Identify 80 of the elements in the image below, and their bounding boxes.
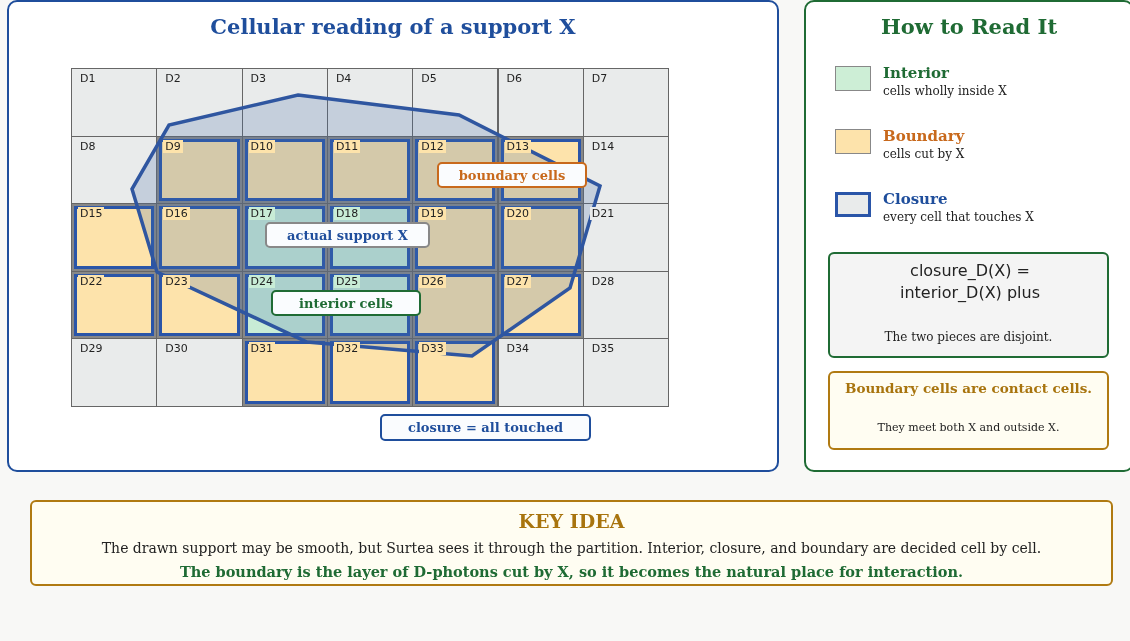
legend-description: cells wholly inside X	[883, 84, 1007, 98]
cell-label: D7	[589, 72, 610, 85]
cell-label: D13	[504, 139, 531, 153]
cell-label: D17	[248, 207, 276, 221]
grid-cell	[582, 203, 670, 272]
body-text: The drawn support may be smooth, but Surtea sees it through the partition. Interior, closure, and boundary are decided cell by cell.	[100, 540, 1043, 558]
grid-cell	[497, 338, 584, 407]
grid-cell	[71, 270, 158, 340]
key-idea-box	[30, 500, 1113, 586]
cell-label: D11	[333, 139, 361, 153]
grid-cell	[71, 338, 158, 407]
cell-label: D27	[504, 274, 531, 288]
note-text: The two pieces are disjoint.	[883, 330, 1054, 346]
panel-title: How to Read It	[879, 14, 1059, 39]
note-heading: Boundary cells are contact cells.	[844, 379, 1093, 398]
grid-cell	[412, 68, 499, 137]
grid-cell	[71, 68, 158, 137]
cell-label: D9	[163, 139, 183, 153]
cell-label: D33	[419, 342, 446, 356]
cell-label: D6	[504, 72, 524, 85]
legend-description: cells cut by X	[883, 147, 965, 161]
grid-cell	[326, 68, 414, 137]
grid-cell	[156, 68, 243, 137]
grid-cell	[412, 270, 499, 340]
grid-cell	[412, 338, 499, 407]
cell-label: D25	[333, 274, 361, 288]
note-box	[828, 371, 1109, 450]
cell-label: D8	[78, 139, 98, 153]
callout-tooltip: actual support X	[265, 222, 430, 248]
grid-cell	[582, 338, 670, 407]
panel	[804, 0, 1130, 472]
cell-label: D28	[589, 274, 617, 288]
cell-label: D26	[419, 274, 446, 288]
grid-cell	[326, 135, 414, 205]
cell-label: D1	[78, 72, 98, 85]
grid-cell	[156, 135, 243, 205]
formula-box	[828, 252, 1109, 358]
panel	[7, 0, 779, 472]
grid-cell	[156, 203, 243, 272]
cell-label: D21	[589, 207, 617, 221]
grid-cell	[71, 203, 158, 272]
grid-cell	[326, 338, 414, 407]
note-text: They meet both X and outside X.	[876, 421, 1061, 436]
legend-description: every cell that touches X	[883, 210, 1034, 224]
grid-cell	[497, 203, 584, 272]
grid-cell	[241, 135, 328, 205]
grid-cell	[412, 203, 499, 272]
callout-tooltip: boundary cells	[437, 162, 587, 188]
callout-tooltip: closure = all touched	[380, 414, 591, 441]
grid-cell	[241, 68, 328, 137]
cell-label: D20	[504, 207, 531, 221]
grid-cell	[156, 338, 243, 407]
panel-title: Cellular reading of a support X	[209, 14, 577, 39]
cell-label: D12	[419, 139, 446, 153]
cell-label: D22	[78, 274, 105, 288]
cell-label: D2	[163, 72, 183, 85]
grid-cell	[241, 338, 328, 407]
cell-label: D5	[419, 72, 439, 85]
cell-label: D10	[248, 139, 276, 153]
callout-tooltip: interior cells	[271, 290, 421, 316]
grid-cell	[497, 68, 584, 137]
legend-heading: Closure	[883, 190, 948, 208]
legend-heading: Boundary	[883, 127, 965, 145]
cell-label: D3	[248, 72, 269, 85]
grid-cell	[582, 135, 670, 205]
cell-label: D24	[248, 274, 276, 288]
cell-label: D19	[419, 207, 446, 221]
grid-cell	[582, 68, 670, 137]
grid-cell	[582, 270, 670, 340]
cell-label: D18	[333, 207, 361, 221]
cell-label: D14	[589, 139, 617, 153]
grid-cell	[497, 270, 584, 340]
emphasis-text: The boundary is the layer of D-photons cut by X, so it becomes the natural place for interaction.	[178, 563, 965, 582]
box-heading: KEY IDEA	[517, 510, 626, 532]
legend-heading: Interior	[883, 64, 949, 82]
cell-label: D23	[163, 274, 190, 288]
cell-label: D16	[163, 207, 190, 221]
grid-cell	[71, 135, 158, 205]
grid-cell	[156, 270, 243, 340]
formula-text: closure_D(X) = interior_D(X) plus	[899, 260, 1041, 304]
